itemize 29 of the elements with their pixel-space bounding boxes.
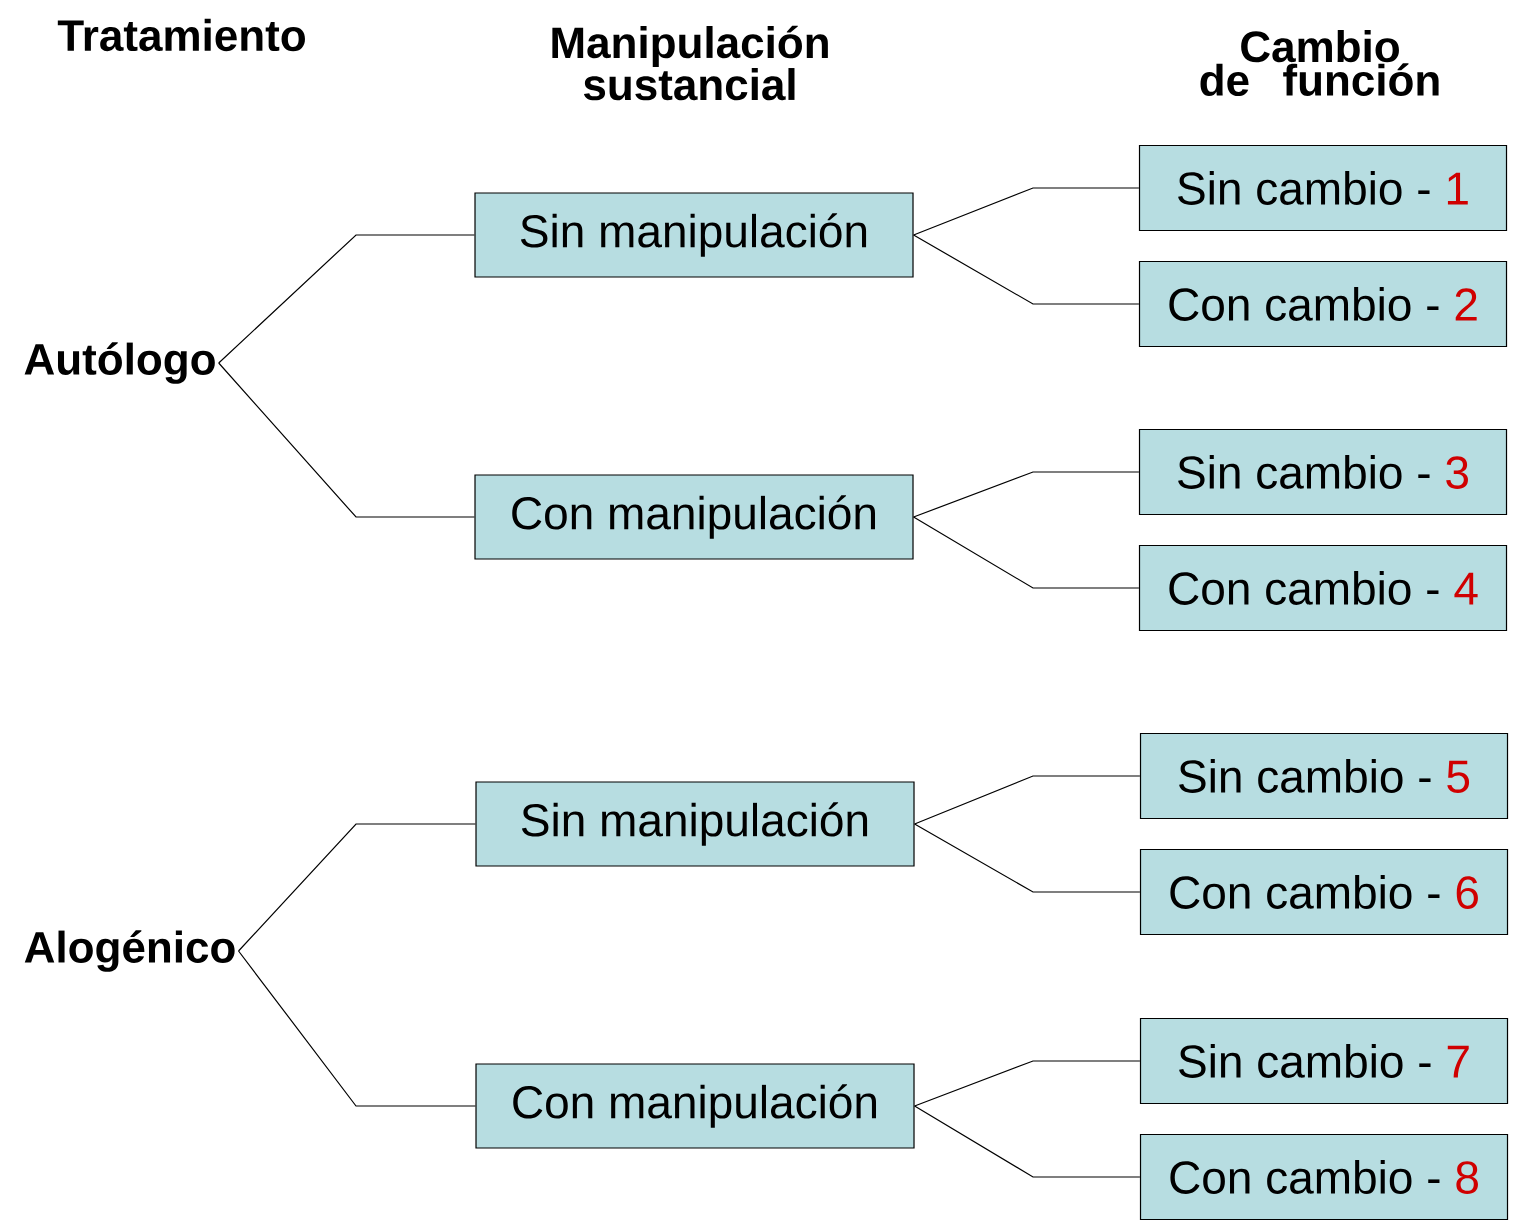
tree-branch [913, 471, 1140, 518]
category-box: Sin cambio - 1 [1138, 144, 1508, 232]
column-heading: Manipulación sustancial [552, 25, 828, 101]
category-box: Sin cambio - 7 [1139, 1017, 1509, 1105]
column-heading: Cambio de función [1200, 30, 1439, 96]
category-box: Con cambio - 2 [1138, 260, 1508, 348]
tree-branch [237, 823, 476, 952]
tree-branch [913, 187, 1140, 236]
branch-label: Autólogo [24, 342, 215, 384]
category-box: Con cambio - 6 [1139, 848, 1509, 936]
branch-label: Alogénico [24, 930, 235, 972]
category-box: Con manipulación [474, 474, 914, 560]
tree-branch [218, 234, 475, 364]
tree-branch [914, 775, 1141, 825]
tree-branch [914, 1060, 1141, 1107]
tree-branch [914, 823, 1141, 893]
tree-branch [913, 234, 1140, 305]
category-box: Con cambio - 8 [1139, 1133, 1509, 1221]
category-box: Con cambio - 4 [1138, 544, 1508, 632]
column-heading: Tratamiento [57, 18, 305, 52]
category-box: Sin cambio - 3 [1138, 428, 1508, 516]
tree-branch [218, 362, 475, 518]
category-box: Sin manipulación [474, 192, 914, 278]
tree-branch [913, 516, 1140, 589]
category-box: Sin manipulación [475, 781, 915, 867]
category-box: Sin cambio - 5 [1139, 732, 1509, 820]
tree-branch [914, 1105, 1141, 1178]
tree-branch [237, 950, 476, 1107]
category-box: Con manipulación [475, 1063, 915, 1149]
